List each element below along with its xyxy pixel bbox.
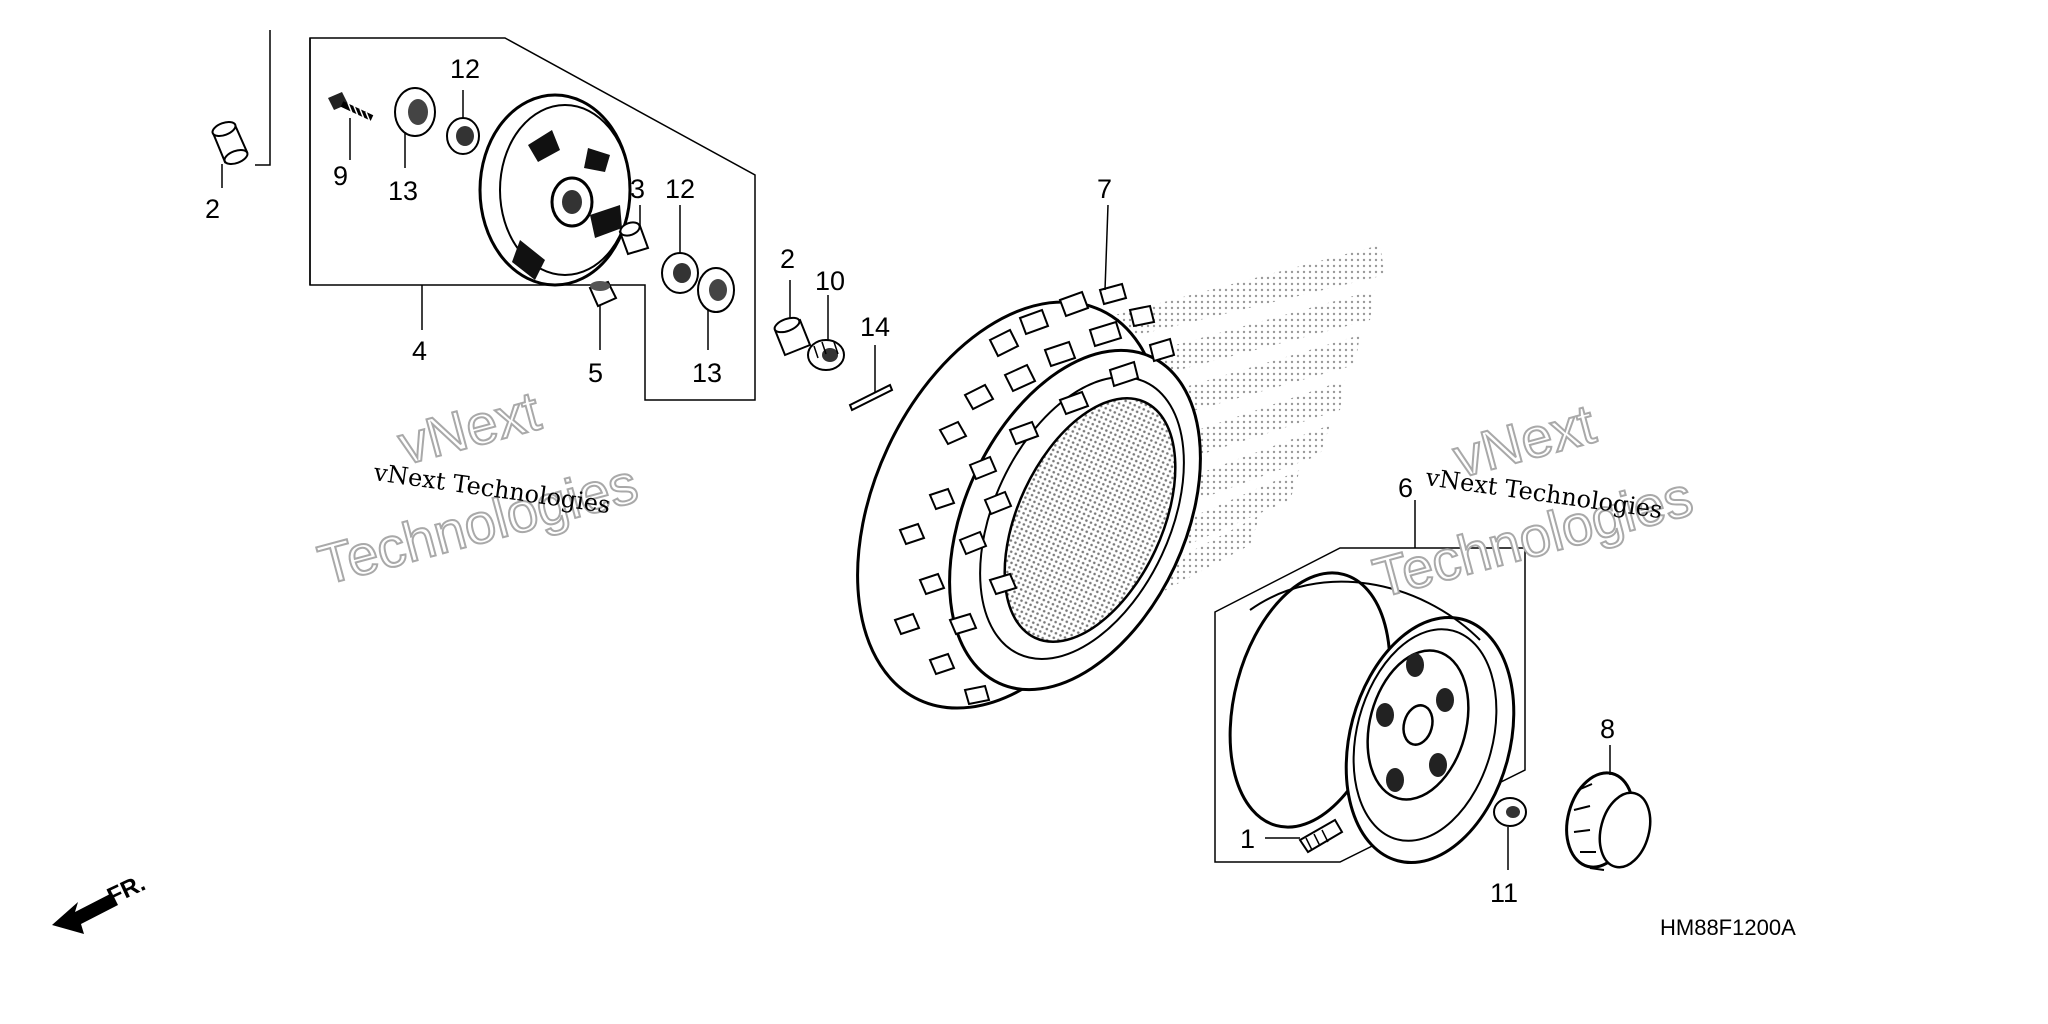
callout-2-middle: 2 bbox=[780, 244, 795, 274]
callout-1: 1 bbox=[1240, 824, 1255, 854]
wheel-assembly-frame bbox=[1214, 547, 1526, 863]
watermark-left: vNext Technologies vNext Technologies bbox=[311, 378, 645, 598]
callout-8: 8 bbox=[1600, 714, 1615, 744]
callout-labels: 2 9 13 12 3 12 4 5 13 2 10 14 7 6 1 11 8 bbox=[205, 54, 1615, 908]
callout-4: 4 bbox=[412, 336, 427, 366]
callout-5: 5 bbox=[588, 358, 603, 388]
wheel-rim-part-6 bbox=[1228, 571, 1516, 865]
bolt-part-5 bbox=[588, 280, 618, 308]
valve-stem-part-1 bbox=[1298, 818, 1344, 854]
callout-12-upper: 12 bbox=[450, 54, 480, 84]
tire-part-7 bbox=[856, 282, 1202, 710]
collar-part-2 bbox=[211, 121, 249, 165]
collar-part-2-middle bbox=[773, 316, 812, 357]
drawing-code: HM88F1200A bbox=[1660, 915, 1796, 940]
bearing-part-12-lower bbox=[661, 252, 699, 294]
castle-nut-part-10 bbox=[807, 339, 845, 371]
hub-drum bbox=[478, 93, 632, 287]
hub-cap-part-8 bbox=[1565, 771, 1652, 871]
hub-assembly-frame bbox=[255, 30, 756, 401]
callout-10: 10 bbox=[815, 266, 845, 296]
callout-7: 7 bbox=[1097, 174, 1112, 204]
bolt-part-9 bbox=[328, 92, 374, 123]
callout-3: 3 bbox=[630, 174, 645, 204]
front-direction-arrow-icon: FR. bbox=[52, 870, 150, 934]
callout-9: 9 bbox=[333, 161, 348, 191]
callout-13-upper: 13 bbox=[388, 176, 418, 206]
spacer-part-3 bbox=[618, 221, 650, 256]
seal-part-13-upper bbox=[394, 87, 436, 137]
callout-6: 6 bbox=[1398, 473, 1413, 503]
bearing-part-12-upper bbox=[446, 117, 480, 155]
callout-14: 14 bbox=[860, 312, 890, 342]
callout-2-upper: 2 bbox=[205, 194, 220, 224]
cotter-pin-part-14 bbox=[848, 383, 894, 412]
watermark-logo-line1: vNext bbox=[392, 379, 547, 477]
callout-13-lower: 13 bbox=[692, 358, 722, 388]
callout-11: 11 bbox=[1490, 878, 1518, 908]
watermark-right: vNext Technologies vNext Technologies bbox=[1366, 391, 1700, 611]
callout-12-lower: 12 bbox=[665, 174, 695, 204]
seal-part-13-lower bbox=[697, 267, 735, 313]
wheel-nut-part-11 bbox=[1493, 797, 1527, 827]
leader-lines bbox=[221, 90, 1611, 870]
